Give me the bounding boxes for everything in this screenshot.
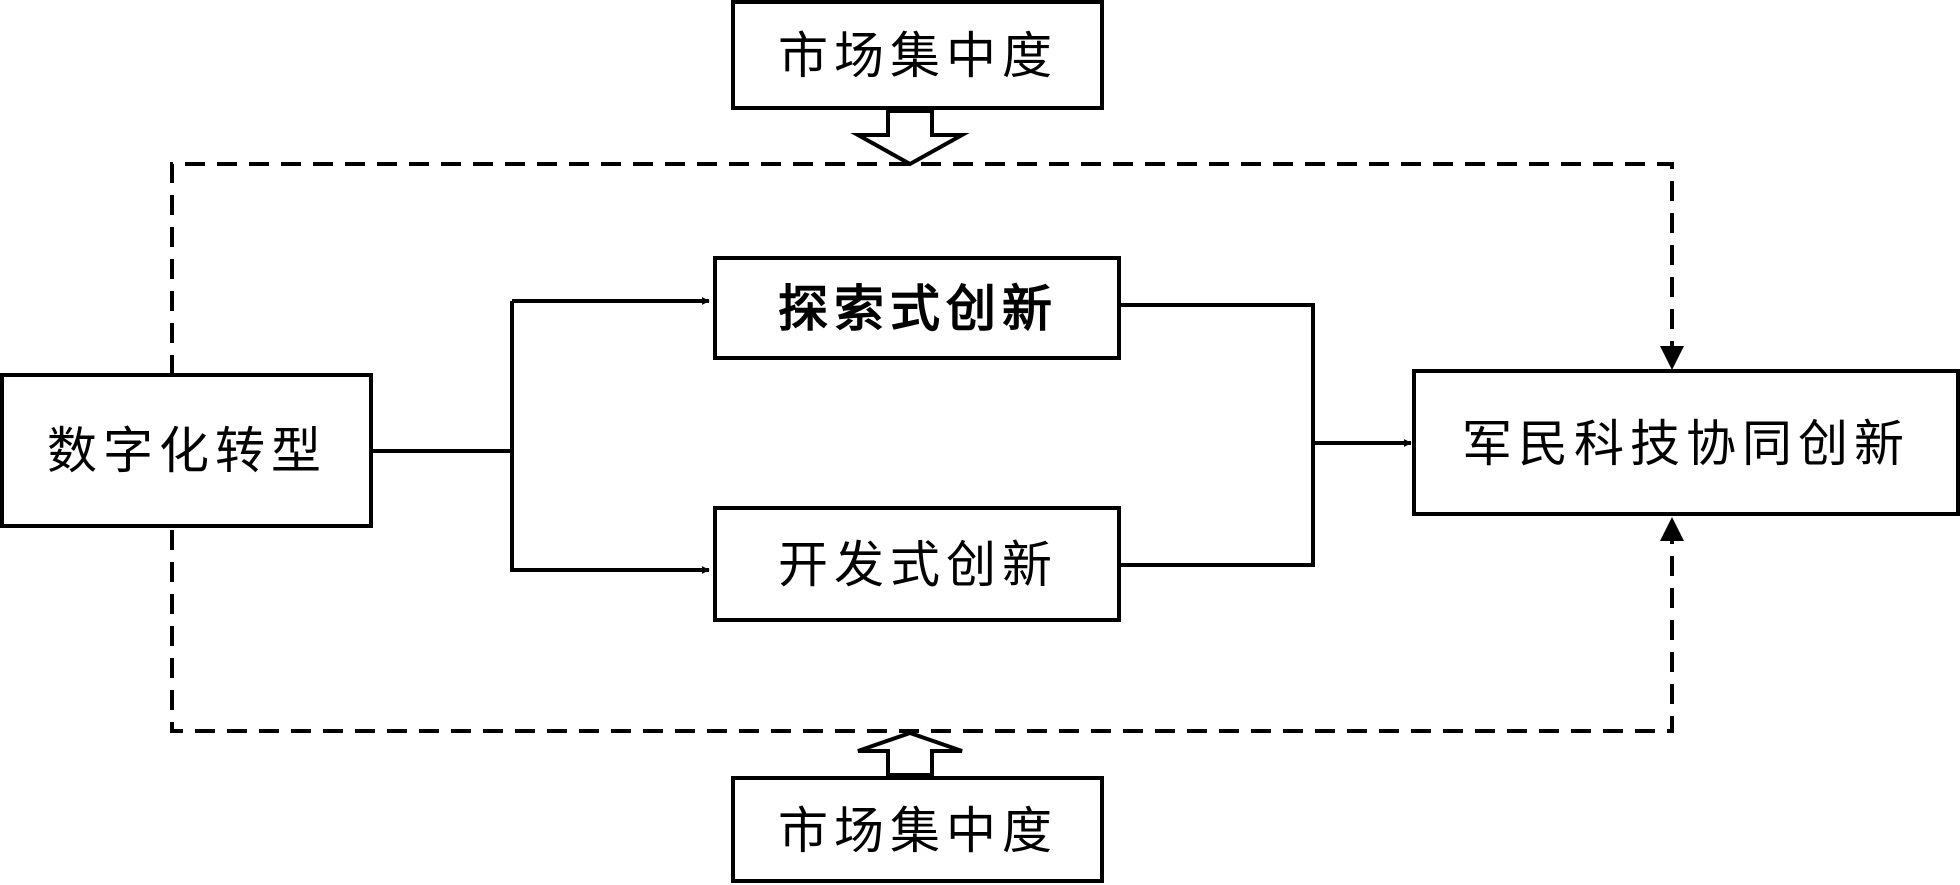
moderation-arrow-top: [1660, 346, 1684, 370]
label-exploratory-innovation: 探索式创新: [778, 279, 1058, 338]
label-civil-military-innovation: 军民科技协同创新: [1462, 415, 1910, 473]
box-civil-military-innovation: [1412, 369, 1960, 516]
moderation-frame-bottom: [170, 530, 1674, 733]
box-digital-transformation: [0, 373, 373, 528]
hollow-arrow-up-icon: [857, 730, 963, 777]
box-market-concentration-bottom: [731, 776, 1104, 883]
connector-split: [373, 301, 514, 572]
label-digital-transformation: 数字化转型: [47, 422, 327, 480]
label-exploitative-innovation: 开发式创新: [778, 536, 1058, 594]
label-market-concentration-top: 市场集中度: [778, 27, 1058, 85]
connector-merge: [1120, 303, 1315, 567]
box-market-concentration-top: [731, 0, 1104, 110]
box-exploratory-innovation: [713, 256, 1121, 360]
label-market-concentration-bottom: 市场集中度: [778, 802, 1058, 860]
box-exploitative-innovation: [713, 506, 1121, 622]
hollow-arrow-down-icon: [850, 109, 970, 167]
moderation-frame-top: [170, 162, 1674, 375]
moderation-arrow-bottom: [1660, 517, 1684, 541]
